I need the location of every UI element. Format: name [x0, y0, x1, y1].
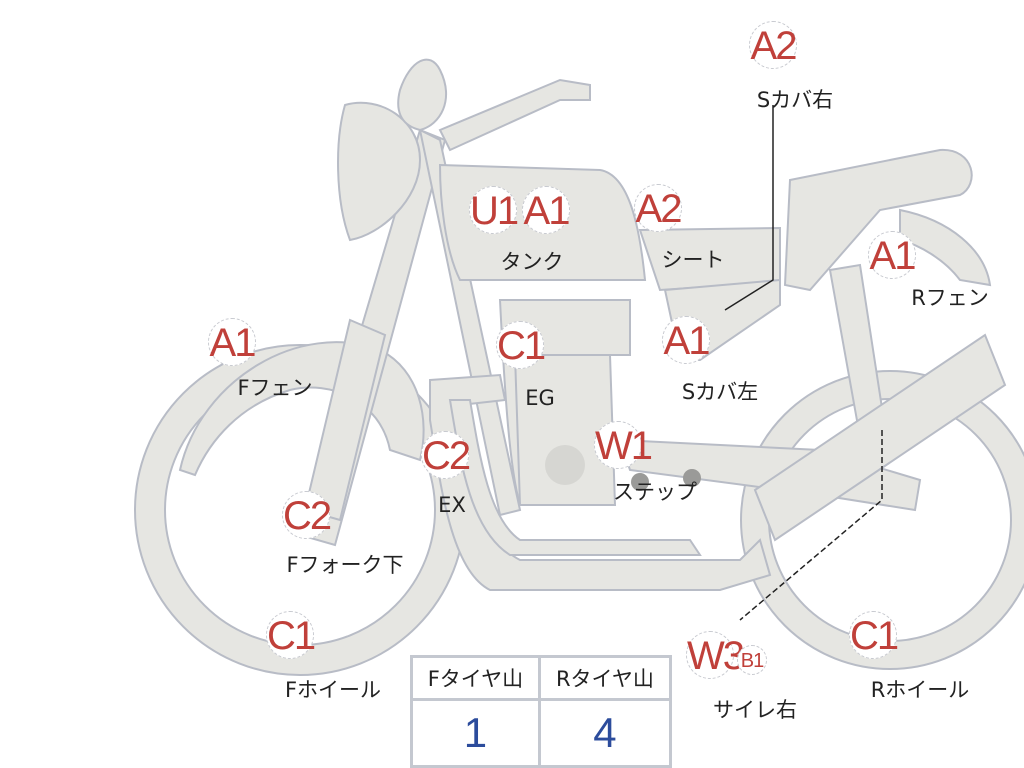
part-label: ステップ	[613, 480, 697, 504]
grade-badge: C2	[421, 431, 471, 479]
part-label: Sカバ右	[756, 88, 834, 112]
grade-badge: A2	[749, 21, 797, 69]
grade-badge: W3	[686, 631, 745, 679]
grade-badge: C1	[849, 611, 899, 659]
part-label: Fホイール	[284, 678, 382, 702]
part-label: シート	[661, 248, 725, 272]
grade-badge: A2	[634, 184, 682, 232]
handlebar	[438, 78, 591, 152]
part-label: Fフェン	[237, 376, 313, 400]
grade-badge: W1	[594, 421, 653, 469]
grade-badge: U1	[469, 186, 519, 234]
part-label: タンク	[500, 250, 564, 274]
leader-line-scover-right	[724, 105, 774, 311]
headlight	[337, 101, 422, 242]
front-tire-value: 1	[410, 698, 541, 768]
grade-badge: A1	[208, 318, 256, 366]
muffler	[753, 333, 1007, 542]
grade-badge: C1	[496, 321, 546, 369]
grade-badge: C2	[282, 491, 332, 539]
leader-line-silencer	[739, 430, 883, 621]
part-label: サイレ右	[713, 698, 797, 722]
grade-badge: A1	[868, 231, 916, 279]
part-label: Rフェン	[911, 286, 989, 310]
part-label: Sカバ左	[681, 380, 759, 404]
grade-badge: A1	[662, 316, 710, 364]
rear-tire-value: 4	[537, 698, 673, 768]
part-label: EG	[525, 386, 555, 410]
grade-badge: A1	[522, 186, 570, 234]
grade-badge: C1	[266, 611, 316, 659]
rear-fender	[899, 208, 992, 287]
part-label: Fフォーク下	[286, 553, 404, 577]
grade-badge: B1	[737, 645, 767, 675]
part-label: EX	[438, 493, 466, 517]
front-tire-header: Fタイヤ山	[410, 655, 541, 701]
part-label: Rホイール	[870, 678, 970, 702]
rear-tire-header: Rタイヤ山	[537, 655, 673, 701]
tire-tread-table: Fタイヤ山 Rタイヤ山 1 4	[410, 655, 673, 768]
